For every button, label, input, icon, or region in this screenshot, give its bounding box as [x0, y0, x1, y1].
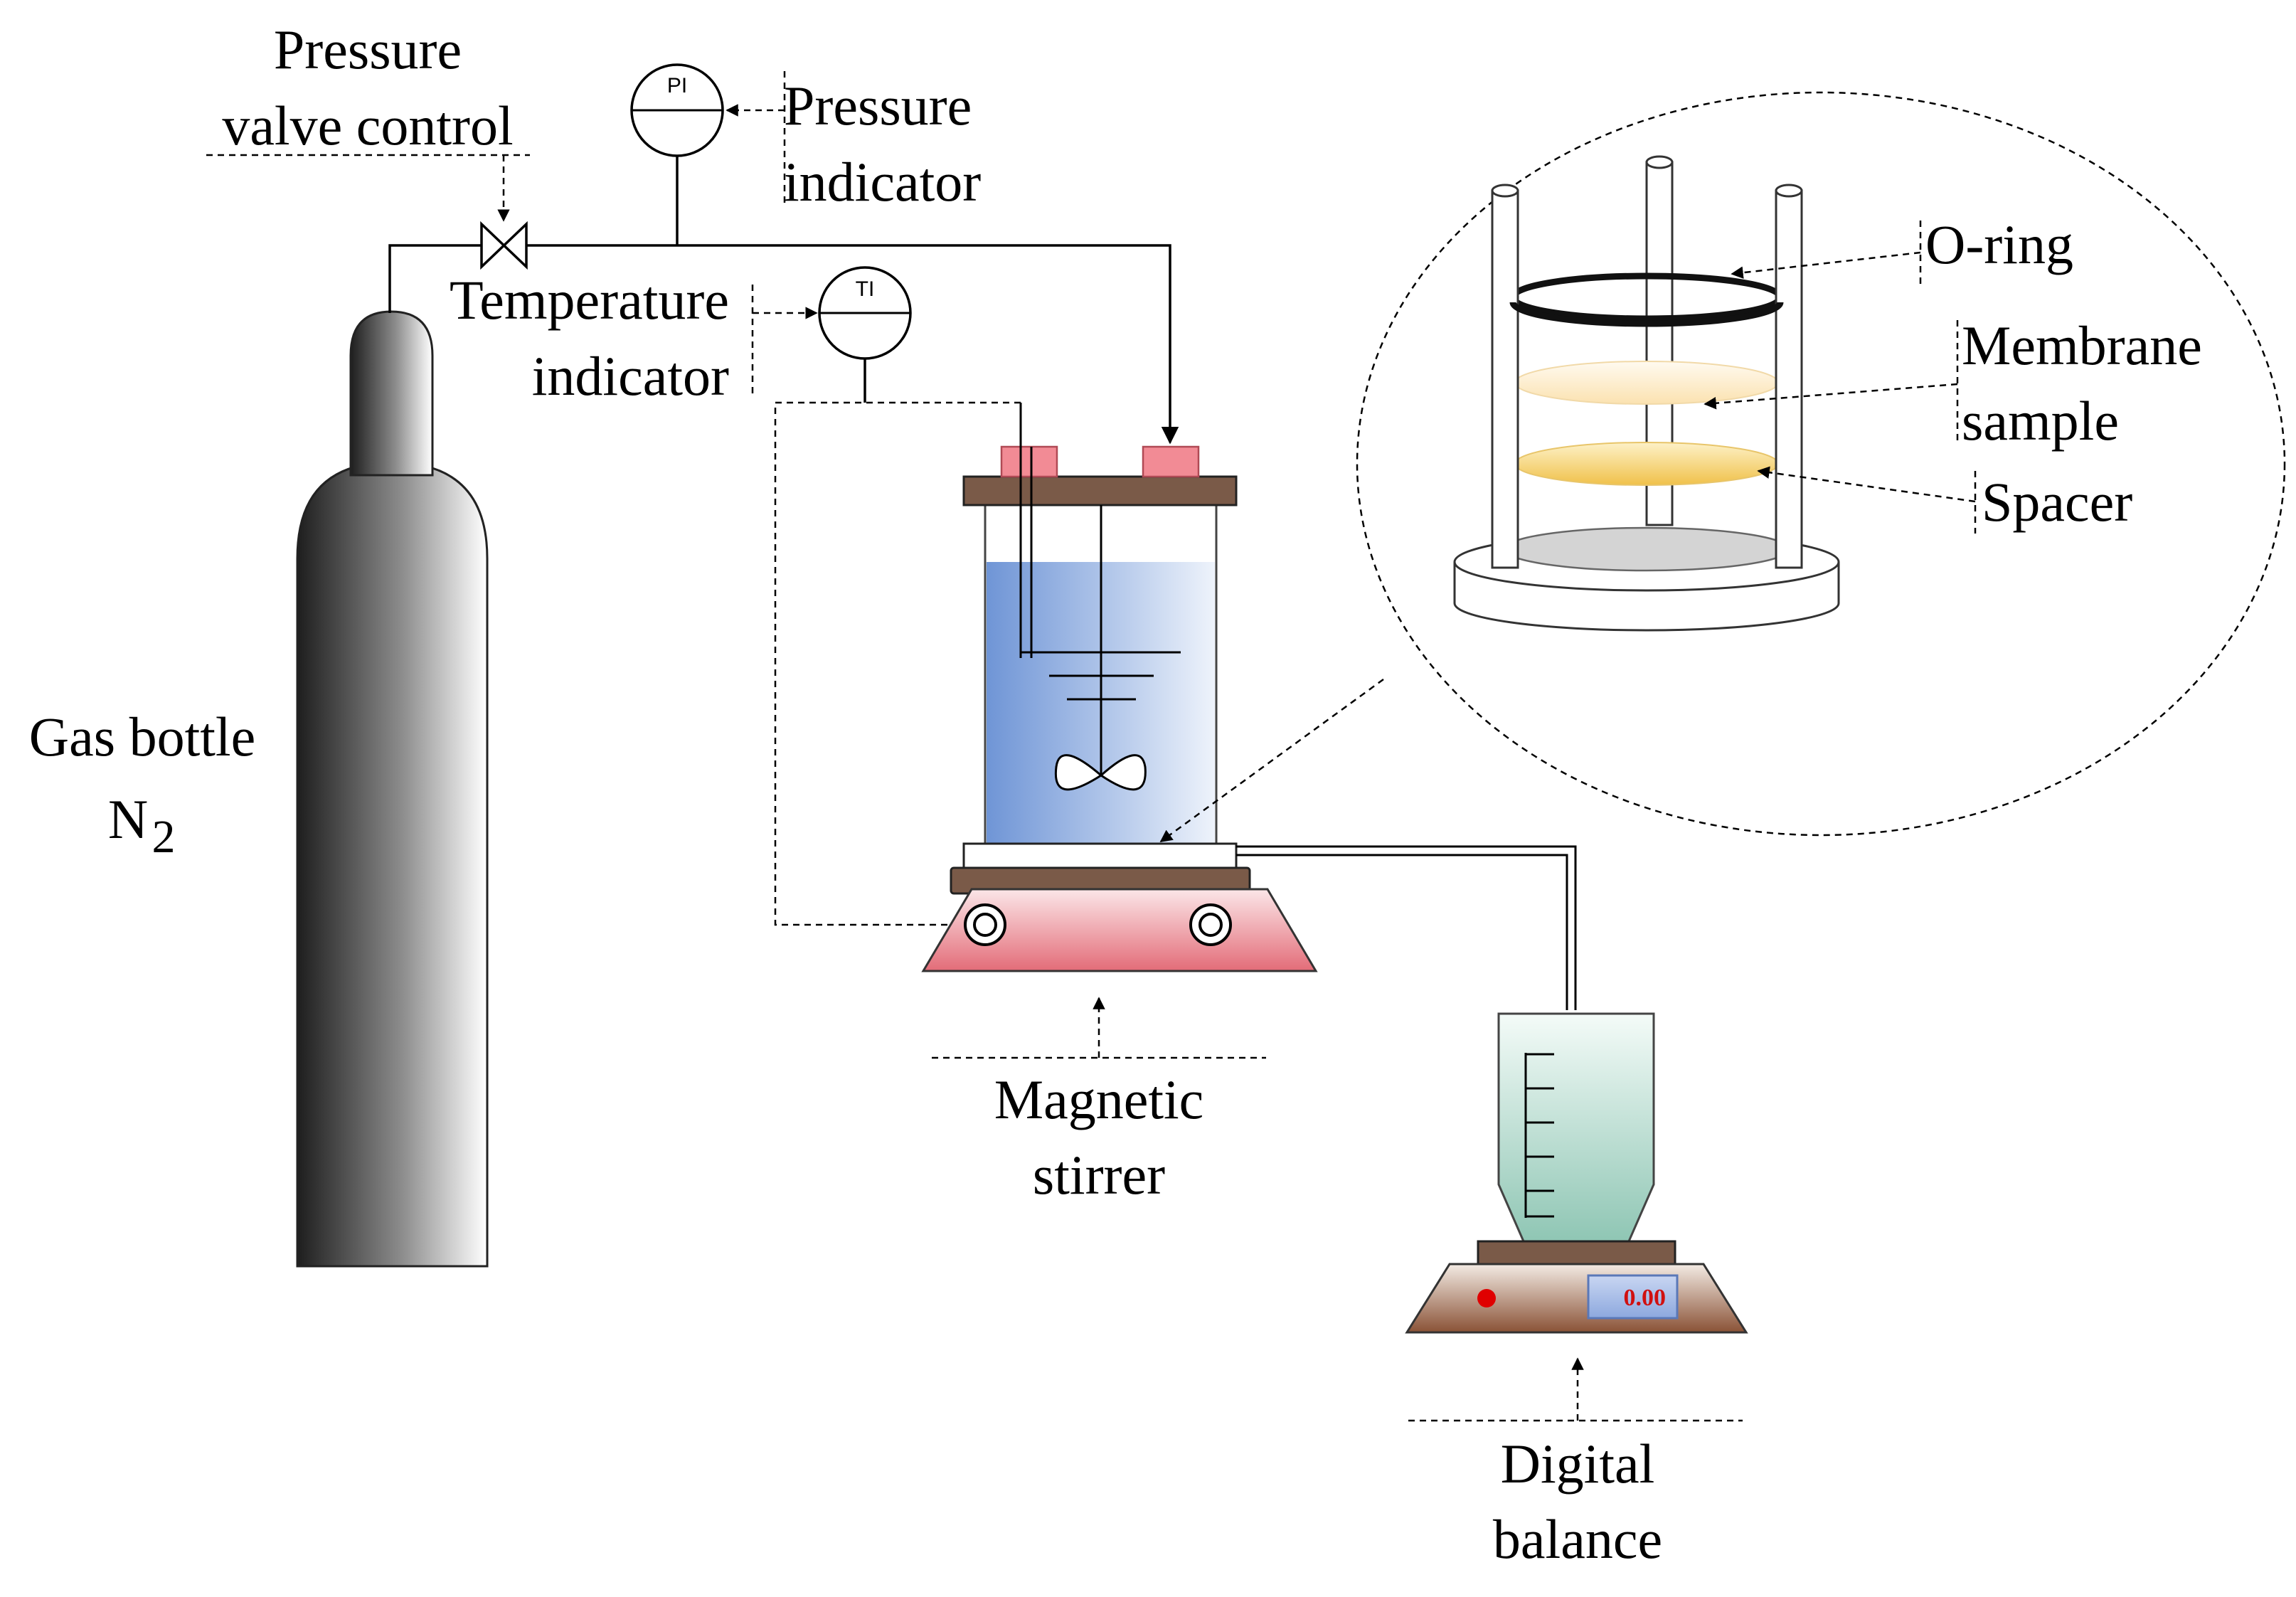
gas-line — [388, 156, 1179, 445]
balance-reading: 0.00 — [1624, 1285, 1667, 1311]
detail-pointer — [1159, 678, 1384, 843]
temperature-indicator-label-line2: indicator — [532, 345, 729, 407]
gas-cylinder-neck — [349, 310, 434, 477]
permeate-line — [1236, 845, 1577, 1010]
leader-lines — [206, 71, 1977, 1422]
detail-inset-boundary — [1356, 91, 2286, 837]
stirrer-knob-right-icon[interactable] — [1189, 903, 1232, 946]
membrane-holder-detail — [1453, 155, 1840, 632]
gas-formula-base: N — [108, 788, 148, 850]
gas-cylinder-body — [296, 461, 489, 1268]
pressure-valve-icon — [480, 221, 528, 270]
lid-port-left — [1000, 445, 1058, 478]
magnetic-stirrer-label-line1: Magnetic — [994, 1068, 1204, 1130]
magnetic-stirrer-label-line2: stirrer — [1033, 1144, 1165, 1206]
lid-port-right — [1142, 445, 1200, 478]
digital-balance-label-line2: balance — [1493, 1508, 1662, 1570]
pressure-indicator-label-line2: indicator — [784, 151, 981, 213]
pressure-indicator-label-line1: Pressure — [784, 75, 972, 137]
spacer-label: Spacer — [1982, 471, 2132, 533]
pressure-gauge-code: PI — [667, 74, 687, 97]
temperature-signal-line — [774, 401, 1021, 926]
membrane-sample-label-line1: Membrane — [1962, 314, 2202, 376]
o-ring-label: O-ring — [1925, 213, 2073, 275]
membrane-disk — [1514, 361, 1779, 405]
pressure-valve-control-label-line2: valve control — [222, 95, 513, 156]
spacer-disk — [1514, 442, 1779, 486]
gas-bottle-label: Gas bottle — [29, 706, 255, 768]
filtration-cell — [962, 403, 1238, 874]
magnetic-stirrer — [921, 866, 1318, 972]
temperature-indicator-label-line1: Temperature — [450, 269, 729, 331]
gas-cylinder — [296, 310, 489, 1268]
pressure-indicator-gauge: PI — [630, 63, 724, 157]
power-led-icon — [1477, 1289, 1496, 1307]
cell-lid — [962, 475, 1238, 506]
impeller-icon — [1054, 754, 1147, 791]
gas-line-pipe — [388, 244, 1179, 445]
temperature-gauge-code: TI — [856, 277, 875, 301]
temperature-indicator-gauge: TI — [818, 266, 912, 403]
gas-formula-subscript: 2 — [152, 811, 176, 863]
collection-beaker — [1497, 1012, 1655, 1243]
pressure-valve-control-label-line1: Pressure — [274, 18, 462, 80]
membrane-sample-label-line2: sample — [1962, 390, 2119, 452]
digital-balance: 0.00 — [1405, 1240, 1748, 1334]
stirrer-knob-left-icon[interactable] — [964, 903, 1006, 946]
balance-display — [1587, 1274, 1679, 1320]
gas-formula: N 2 — [108, 788, 176, 863]
digital-balance-label-line1: Digital — [1501, 1433, 1655, 1495]
